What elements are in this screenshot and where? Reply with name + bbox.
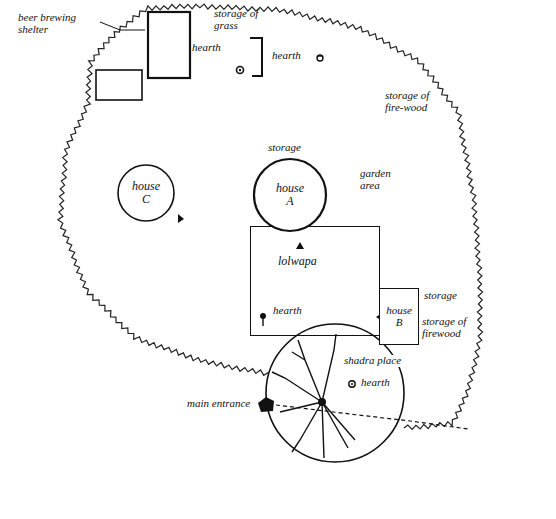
hearth-symbol	[349, 381, 355, 387]
map-label: hearth	[272, 305, 303, 317]
shelter-structure	[96, 70, 142, 100]
hearth-symbol	[317, 56, 323, 58]
hedge-outline	[58, 4, 483, 429]
door-marker	[296, 242, 304, 249]
node-label: lolwapa	[277, 255, 318, 268]
map-label: storage of grass	[214, 8, 278, 31]
hearth-symbol	[237, 67, 244, 74]
map-label: storage of fire-wood	[385, 90, 441, 113]
node-label: house B	[383, 305, 415, 328]
map-label: hearth	[192, 42, 221, 54]
node-label: house C	[129, 180, 163, 205]
map-label: garden area	[360, 168, 408, 191]
hearth-symbol	[317, 55, 323, 61]
map-label: hearth	[272, 50, 301, 62]
leader-line	[100, 22, 145, 30]
entrance-path	[276, 405, 468, 429]
shelter-structure	[148, 12, 190, 78]
hearth-symbol	[239, 69, 241, 71]
house-box: house B	[379, 288, 419, 345]
map-label: storage of firewood	[422, 316, 472, 339]
node-label: shadra place	[343, 355, 402, 367]
map-label: beer brewing shelter	[18, 12, 88, 35]
circle-outline	[254, 159, 326, 231]
house-circle: house C	[117, 164, 175, 222]
node-label: house A	[272, 182, 308, 207]
circle-outline	[118, 165, 174, 221]
house-circle: house A	[253, 158, 327, 232]
lolwapa-enclosure: lolwapa	[250, 226, 380, 336]
hearth-symbol	[351, 383, 353, 385]
map-label: storage	[268, 142, 301, 154]
tree	[318, 398, 326, 406]
hearth-wall	[250, 38, 262, 76]
map-label: hearth	[360, 377, 391, 389]
hearth-symbol	[260, 313, 266, 319]
map-label: storage	[424, 290, 457, 302]
map-label: main entrance	[186, 398, 251, 410]
door-marker	[178, 214, 184, 223]
circle-outline	[266, 324, 404, 462]
